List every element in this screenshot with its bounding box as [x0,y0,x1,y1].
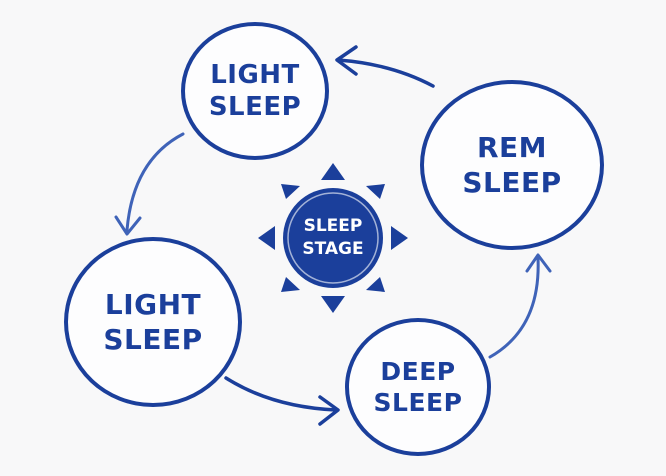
node-label-line2: SLEEP [462,166,562,199]
node-label-line2: SLEEP [373,388,463,417]
center-label-line2: STAGE [302,239,364,259]
center-label: SLEEP STAGE [284,205,382,271]
node-label-line1: DEEP [380,356,456,386]
center-label-line1: SLEEP [303,216,363,237]
node-label-line1: REM [476,131,548,164]
node-label-line1: LIGHT [210,59,300,90]
sun-icon [258,163,408,313]
node-label-line2: SLEEP [103,323,203,356]
arrow-deep-to-rem [488,253,552,359]
node-label-line2: SLEEP [208,92,302,122]
node-deep-sleep: DEEP SLEEP [345,318,491,456]
arrow-rem-to-light-top [335,45,435,88]
node-light-sleep-top: LIGHT SLEEP [181,22,329,160]
node-light-sleep-bottom: LIGHT SLEEP [64,237,242,407]
node-rem-sleep: REM SLEEP [420,80,604,250]
arrow-light-top-to-light-bottom [114,132,185,236]
arrow-light-bottom-to-deep [224,376,340,426]
node-label-line1: LIGHT [104,288,202,321]
